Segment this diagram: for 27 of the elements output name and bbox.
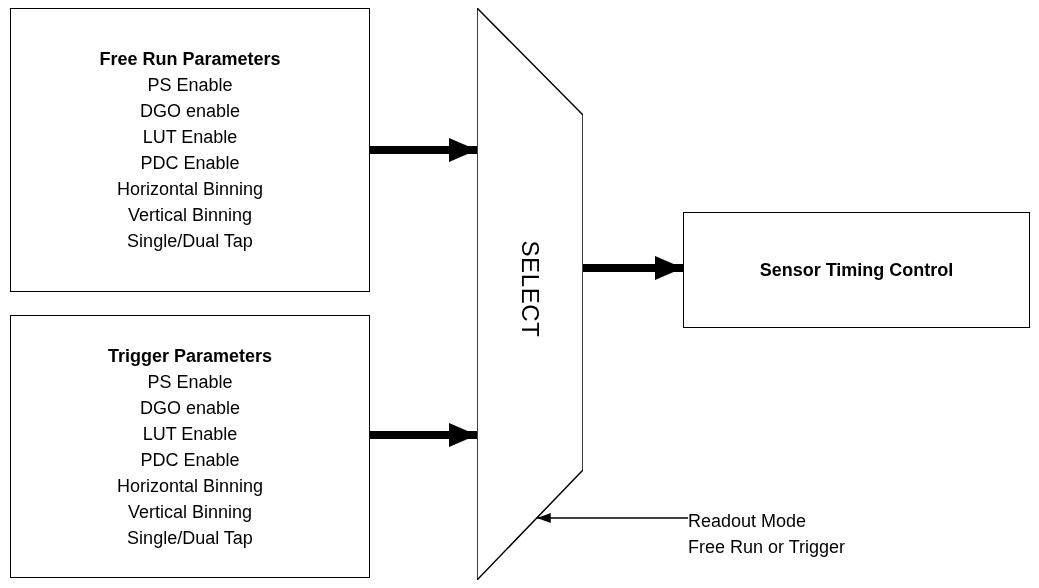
- box-text: DGO enable: [139, 100, 241, 123]
- mux-label: SELECT: [516, 240, 545, 338]
- box-heading: Sensor Timing Control: [759, 259, 954, 282]
- arrow: [536, 513, 689, 523]
- box-text: Readout Mode: [688, 510, 807, 533]
- box-heading: Free Run Parameters: [99, 48, 281, 71]
- box-text: Vertical Binning: [127, 204, 253, 227]
- box-text: PS Enable: [147, 370, 233, 394]
- arrow: [370, 138, 477, 162]
- box-text: PDC Enable: [140, 448, 240, 472]
- arrow: [583, 256, 683, 280]
- box-text: Horizontal Binning: [116, 178, 264, 201]
- parameter-box: [10, 315, 370, 578]
- arrow: [370, 423, 477, 447]
- box-text: PDC Enable: [140, 152, 240, 175]
- box-text: PS Enable: [147, 74, 233, 97]
- box-text: LUT Enable: [142, 126, 238, 149]
- box-text: DGO enable: [139, 396, 241, 420]
- box-text: Single/Dual Tap: [127, 526, 253, 550]
- box-text: Vertical Binning: [127, 500, 253, 524]
- box-text: Single/Dual Tap: [127, 230, 253, 253]
- parameter-box: [683, 212, 1030, 328]
- box-text: Free Run or Trigger: [688, 536, 846, 559]
- box-text: LUT Enable: [142, 422, 238, 446]
- parameter-box: [10, 8, 370, 292]
- box-text: Horizontal Binning: [116, 474, 264, 498]
- box-heading: Trigger Parameters: [107, 344, 273, 368]
